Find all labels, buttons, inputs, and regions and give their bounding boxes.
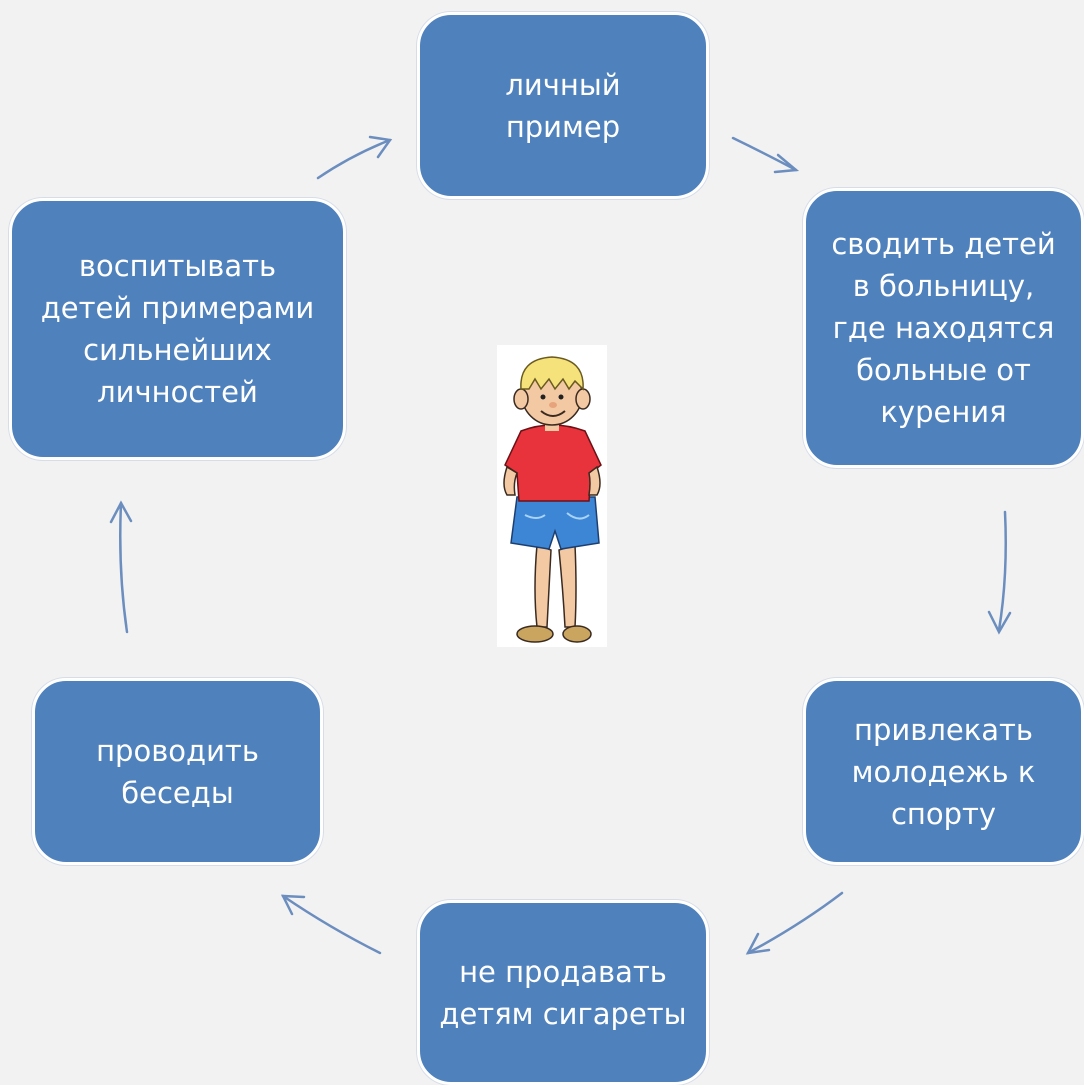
cycle-node-left-upper: воспитывать детей примерами сильнейших л… [9,198,346,460]
cycle-node-top-label: личный пример [505,67,621,144]
cycle-node-left-upper-label: воспитывать детей примерами сильнейших л… [40,249,315,409]
arrow-right1-to-right2-head [987,610,1012,635]
arrow-right1-to-right2 [997,510,1007,632]
boy-illustration [497,345,607,647]
arrow-left2-to-left1-head [109,500,133,524]
arrow-left2-to-left1 [119,501,129,634]
boy-shorts [510,496,600,550]
cycle-node-top: личный пример [417,12,709,199]
cycle-node-right-upper-label: сводить детей в больницу, где находятся … [831,227,1056,429]
boy-arms [503,465,601,496]
arrow-bottom-to-left2 [281,894,382,955]
cycle-node-right-upper: сводить детей в больницу, где находятся … [803,188,1084,468]
cycle-node-right-lower: привлекать молодежь к спорту [803,678,1084,865]
cycle-node-bottom-label: не продавать детям сигареты [439,954,687,1031]
cycle-node-left-lower: проводить беседы [32,678,323,865]
boy-hair [520,356,584,391]
arrow-top-to-right1-head [773,153,800,174]
boy-left-shoe [516,625,554,643]
boy-shirt [504,424,602,502]
arrow-right2-to-bottom-head [745,932,771,955]
cycle-node-bottom: не продавать детям сигареты [417,900,709,1085]
arrow-right2-to-bottom [746,891,844,955]
arrow-top-to-right1 [731,136,798,172]
cycle-node-right-lower-label: привлекать молодежь к спорту [851,712,1036,831]
arrow-left1-to-top [316,138,392,180]
arrow-left1-to-top-head [368,135,393,159]
boy-right-shoe [562,625,592,643]
arrow-bottom-to-left2-head [280,894,306,916]
cycle-node-left-lower-label: проводить беседы [96,733,259,810]
